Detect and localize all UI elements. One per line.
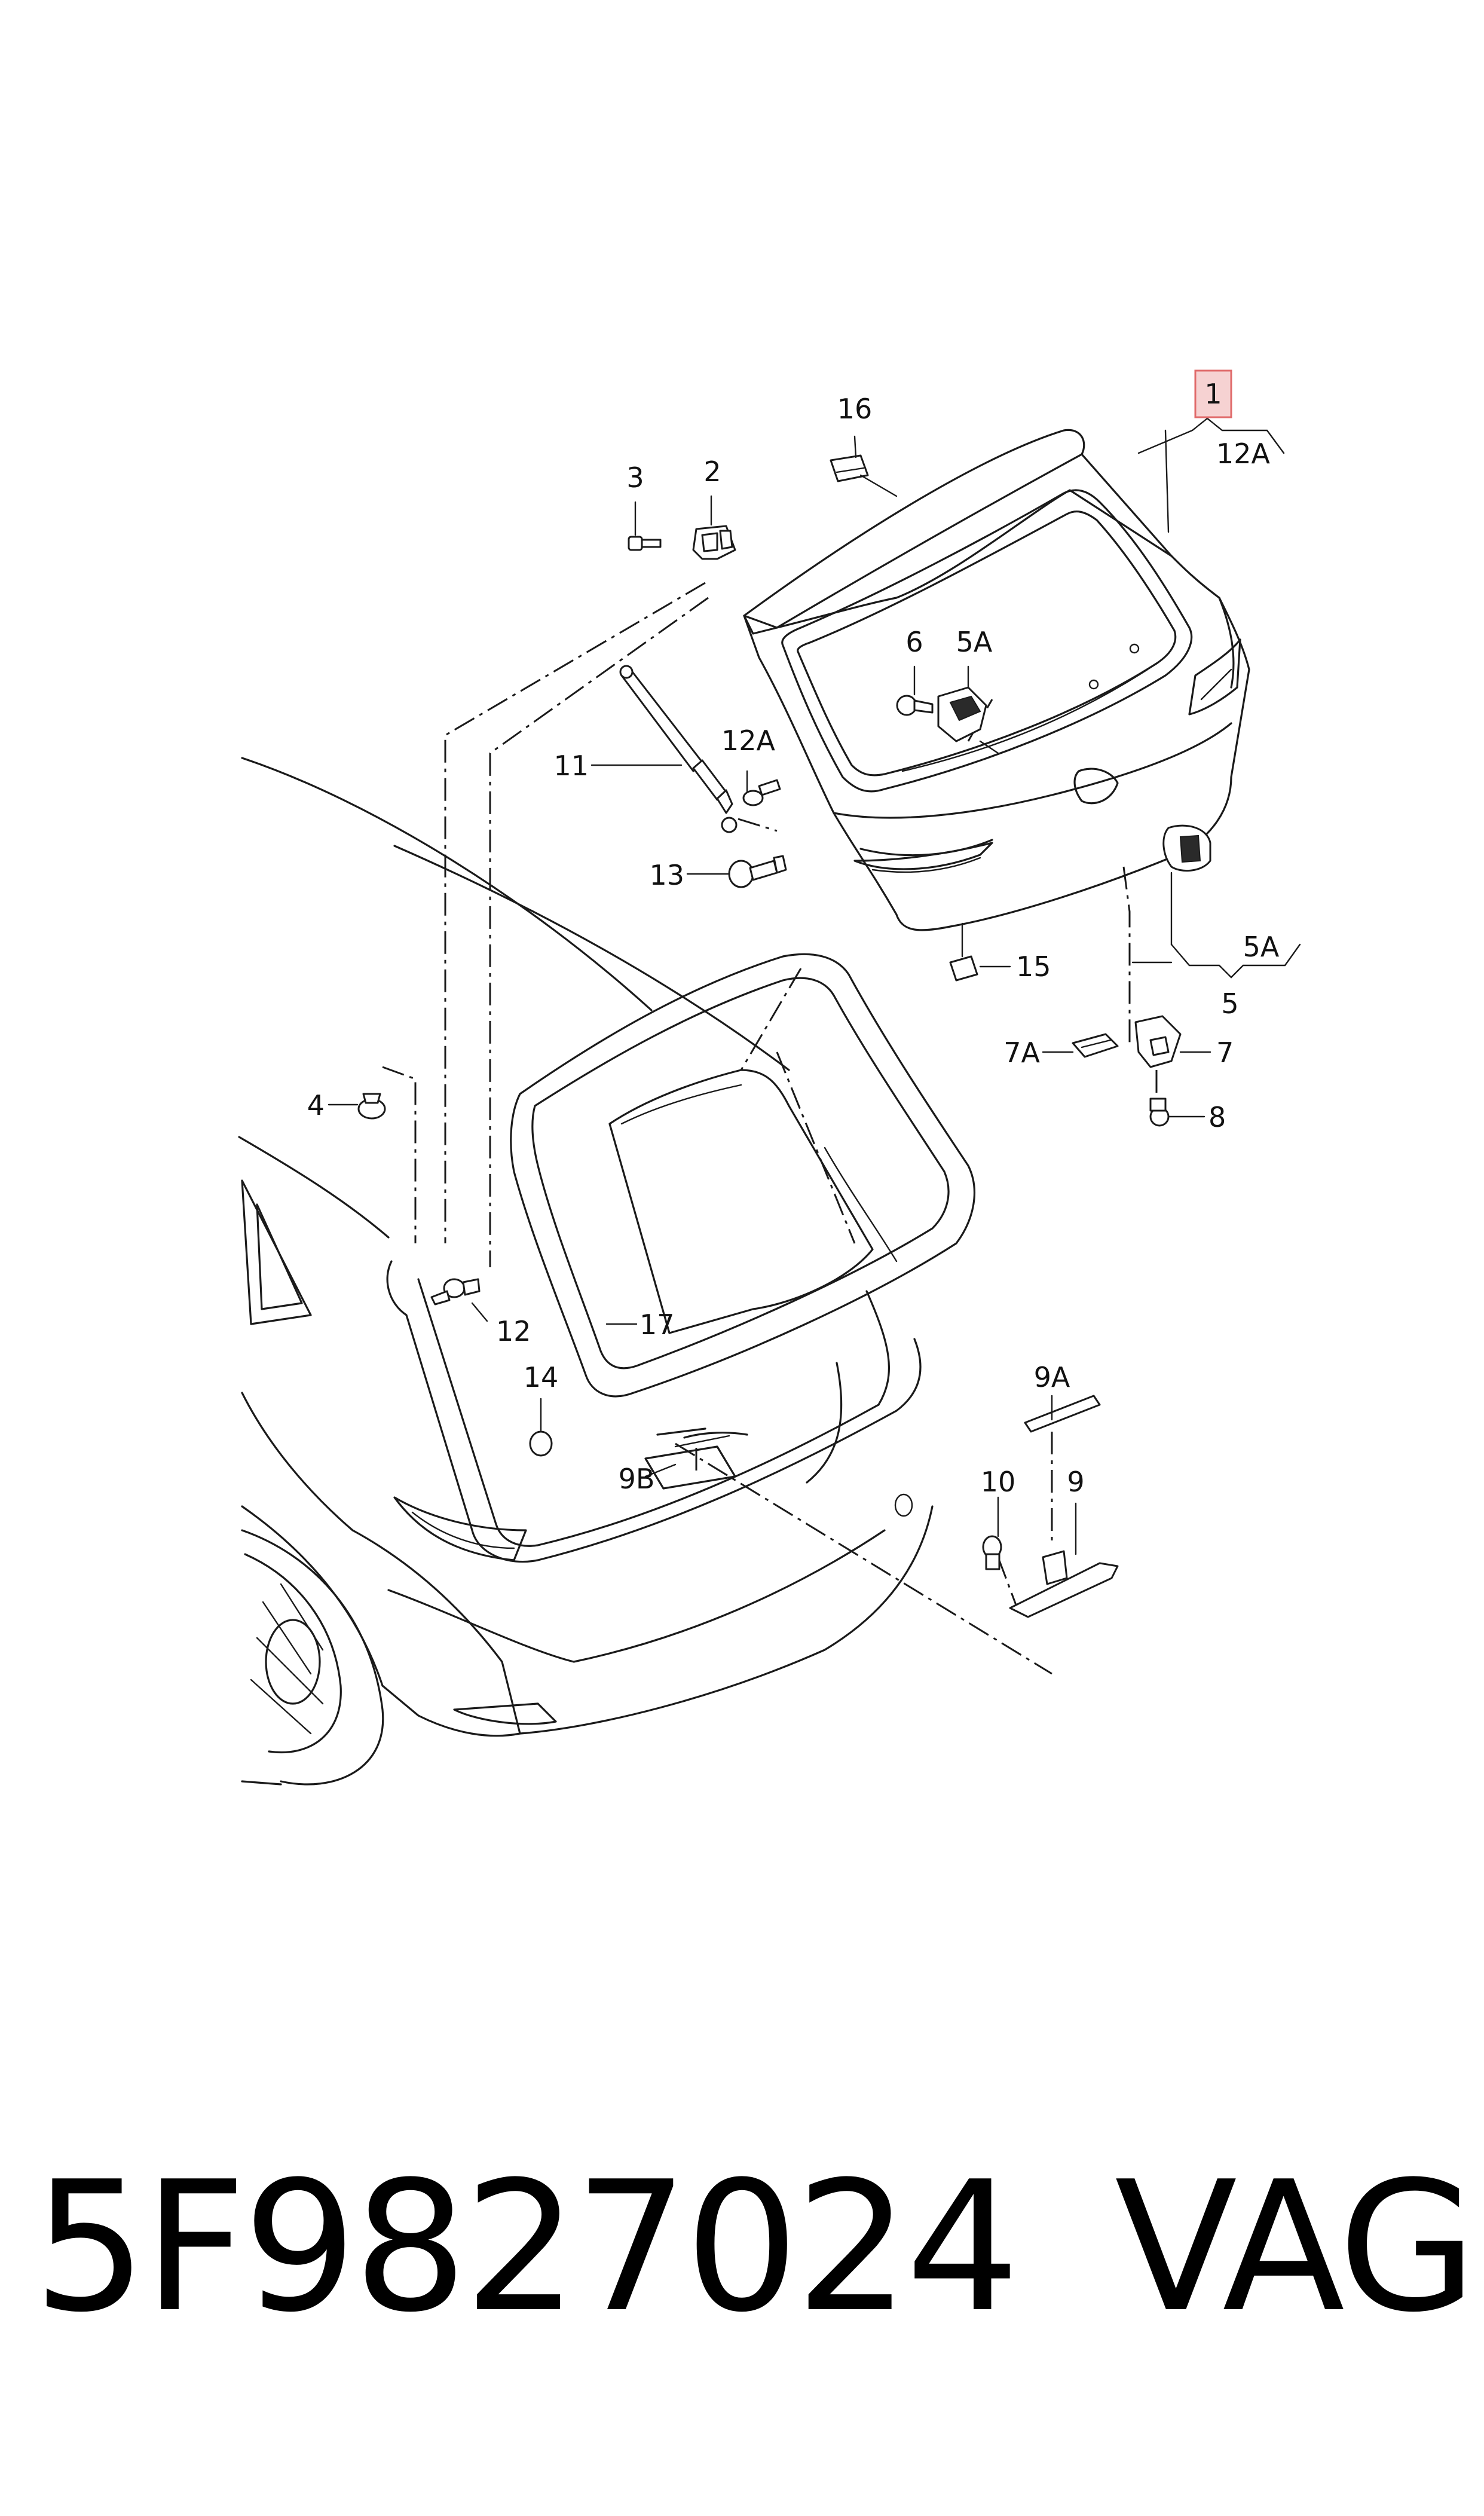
part-2-hinge [692, 495, 736, 560]
part-12-bolt [430, 1278, 488, 1322]
label-2[interactable]: 2 [703, 455, 721, 488]
part-16-clip [830, 435, 898, 497]
part-4-clip [328, 1093, 386, 1120]
label-12a-top[interactable]: 12A [1216, 438, 1271, 470]
brand-name: VAG [1115, 2143, 1477, 2352]
part-3-bolt [628, 501, 662, 551]
label-5a-top[interactable]: 5A [956, 626, 993, 658]
part-8-bolt [1149, 1070, 1205, 1127]
part-5a-badge [1162, 824, 1211, 946]
label-5a-bottom[interactable]: 5A [1243, 931, 1280, 963]
part-6-bolt [896, 665, 934, 716]
label-4[interactable]: 4 [307, 1089, 325, 1121]
label-6[interactable]: 6 [905, 626, 923, 658]
part-9b-pointer [644, 1463, 677, 1478]
part-5a-bracket-top [937, 665, 999, 754]
leader-lines [382, 582, 1131, 1675]
label-12a-mid[interactable]: 12A [721, 724, 776, 757]
label-12[interactable]: 12 [496, 1315, 531, 1347]
label-9[interactable]: 9 [1067, 1466, 1084, 1498]
part-11-gas-strut [590, 665, 738, 833]
part-labels: 1 12A 16 2 3 6 5A 12A 11 13 15 5A 5 7A 7… [307, 369, 1280, 1498]
footer: 5F9827024 VAG [33, 2134, 1477, 2361]
label-1[interactable]: 1 [1204, 378, 1222, 410]
part-12a-bolt [742, 770, 781, 806]
car-body [238, 757, 975, 1786]
part-13-ball-stud [686, 855, 787, 888]
label-15[interactable]: 15 [1016, 950, 1051, 983]
tailgate [743, 429, 1250, 931]
part-7a-switch [1042, 1033, 1119, 1058]
label-13[interactable]: 13 [649, 859, 684, 891]
label-17[interactable]: 17 [640, 1309, 675, 1341]
group-brackets [1131, 417, 1301, 979]
label-9a[interactable]: 9A [1034, 1361, 1070, 1393]
label-3[interactable]: 3 [626, 461, 644, 494]
label-16[interactable]: 16 [837, 393, 873, 425]
part-15-bump-stop [949, 922, 1011, 982]
label-5[interactable]: 5 [1221, 988, 1238, 1020]
label-7[interactable]: 7 [1216, 1037, 1234, 1069]
label-9b[interactable]: 9B [619, 1463, 655, 1495]
label-11[interactable]: 11 [553, 750, 589, 782]
label-14[interactable]: 14 [524, 1361, 559, 1393]
part-9a-trim [1024, 1395, 1101, 1433]
part-14-plug [529, 1398, 553, 1457]
label-10[interactable]: 10 [981, 1466, 1016, 1498]
label-1-highlight [1194, 369, 1232, 418]
part-number: 5F9827024 [33, 2143, 1020, 2352]
label-7a[interactable]: 7A [1003, 1037, 1040, 1069]
label-8[interactable]: 8 [1208, 1101, 1226, 1133]
part-7-lock [1134, 1015, 1211, 1068]
part-9-handle [1009, 1502, 1119, 1618]
part-10-screw [982, 1496, 1002, 1570]
